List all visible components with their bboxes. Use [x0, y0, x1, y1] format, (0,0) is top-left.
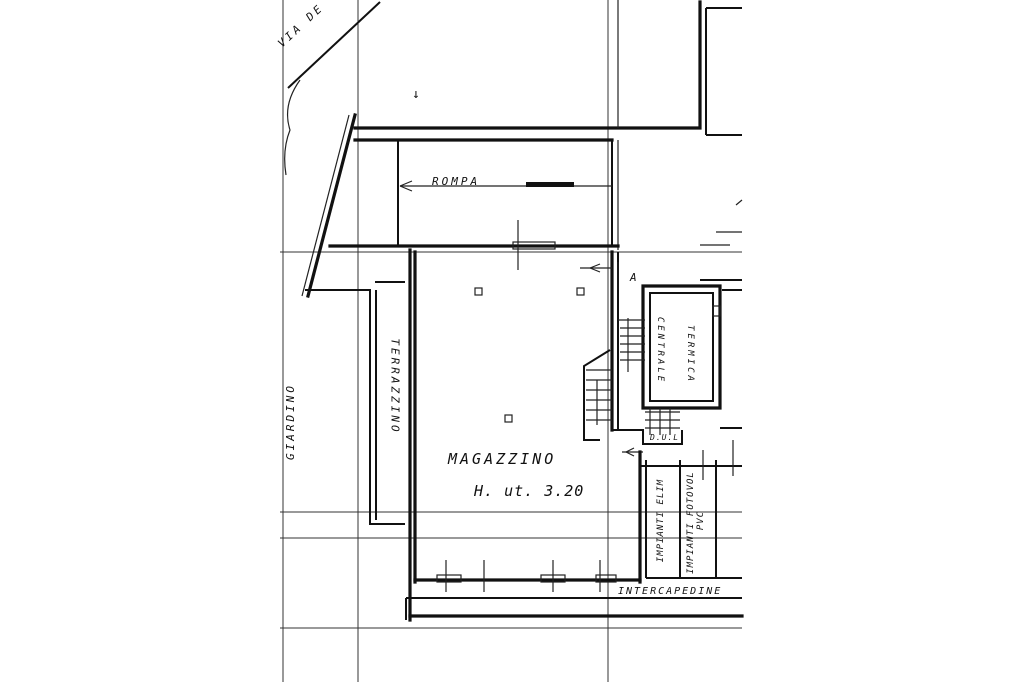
impianti-label-1: IMPIANTI ELIM — [656, 478, 667, 563]
impianti-rooms — [638, 440, 742, 584]
impianti-label-2: IMPIANTI FOTOVOL — [685, 471, 696, 574]
window-marks — [436, 220, 617, 592]
terrace-label: TERRAZZINO — [388, 338, 402, 435]
intercapedine-strip — [405, 597, 742, 620]
terrace-walls — [305, 281, 405, 525]
ramp-label: ROMPA — [432, 175, 481, 188]
staircase — [580, 262, 683, 457]
ramp-area — [301, 113, 619, 298]
room-label-magazzino: MAGAZZINO — [448, 450, 557, 468]
room-height-label: H. ut. 3.20 — [474, 482, 585, 500]
stairs-tag: D.U.L — [650, 433, 680, 442]
impianti-label-3: PVC — [696, 510, 707, 531]
main-walls — [328, 244, 744, 622]
garden-label: GIARDINO — [283, 383, 297, 460]
grid-lines — [280, 0, 742, 682]
intercapedine-label: INTERCAPEDINE — [618, 586, 723, 597]
upper-structure — [284, 0, 742, 176]
centrale-termica-room — [641, 279, 742, 429]
arrow-mark: ↓ — [412, 87, 423, 102]
termica-label: TERMICA — [684, 325, 695, 384]
section-marks — [700, 199, 743, 246]
columns — [474, 287, 585, 423]
centrale-label: CENTRALE — [655, 316, 666, 385]
section-mark-a: A — [630, 271, 637, 284]
